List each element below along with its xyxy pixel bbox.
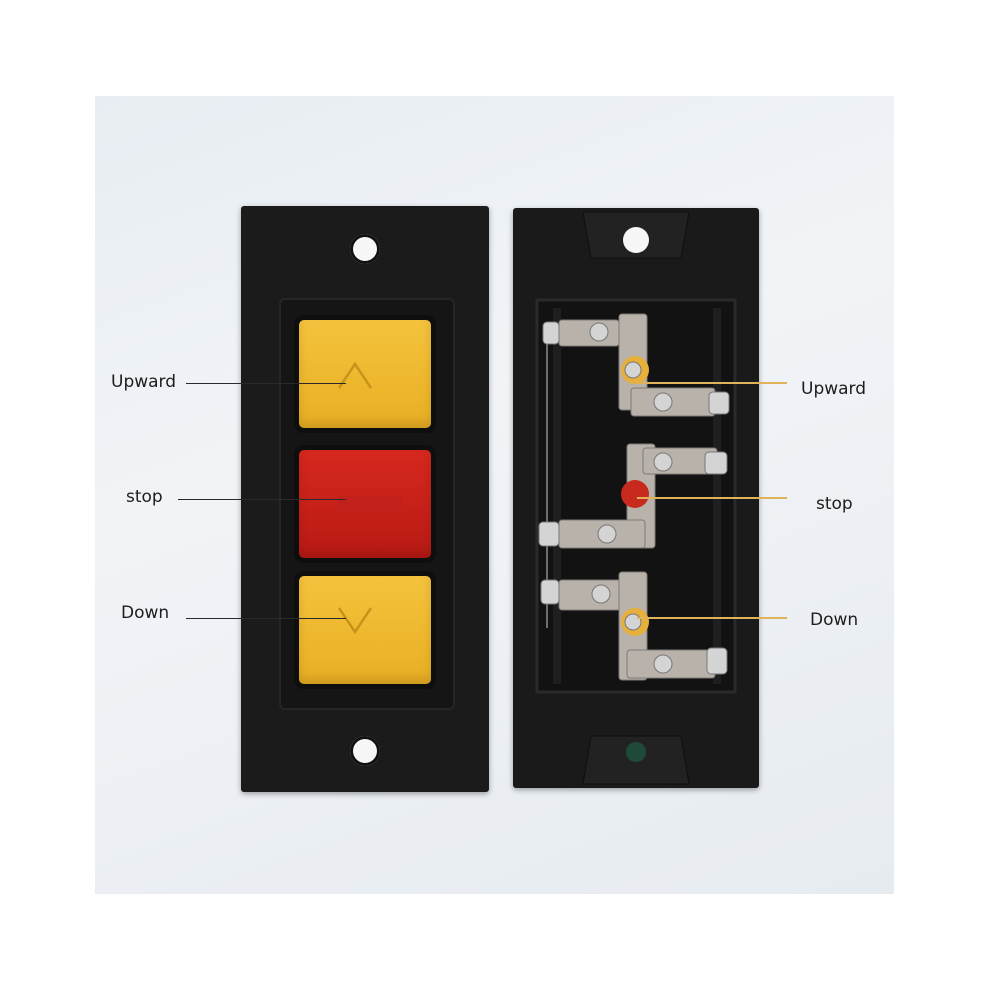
upward-button[interactable]	[299, 320, 431, 428]
leader-left-stop	[178, 499, 346, 500]
label-right-upward: Upward	[801, 379, 867, 399]
stop-bar-icon	[337, 496, 403, 514]
leader-left-upward	[186, 383, 346, 384]
label-left-down: Down	[121, 603, 170, 623]
mounting-hole-top	[350, 234, 380, 264]
label-right-down: Down	[810, 610, 859, 630]
leader-right-down	[637, 617, 787, 619]
leader-right-stop	[637, 497, 787, 499]
mounting-hole-bottom	[350, 736, 380, 766]
terminal-block-drawing	[535, 211, 737, 785]
stop-button[interactable]	[299, 450, 431, 558]
arrow-down-icon	[337, 607, 373, 635]
product-photo	[95, 96, 894, 894]
switch-front-panel	[241, 206, 489, 792]
label-left-upward: Upward	[111, 372, 177, 392]
down-button[interactable]	[299, 576, 431, 684]
leader-left-down	[186, 618, 346, 619]
label-left-stop: stop	[126, 487, 163, 507]
arrow-up-icon	[337, 361, 373, 389]
leader-right-upward	[637, 382, 787, 384]
label-right-stop: stop	[816, 494, 853, 514]
